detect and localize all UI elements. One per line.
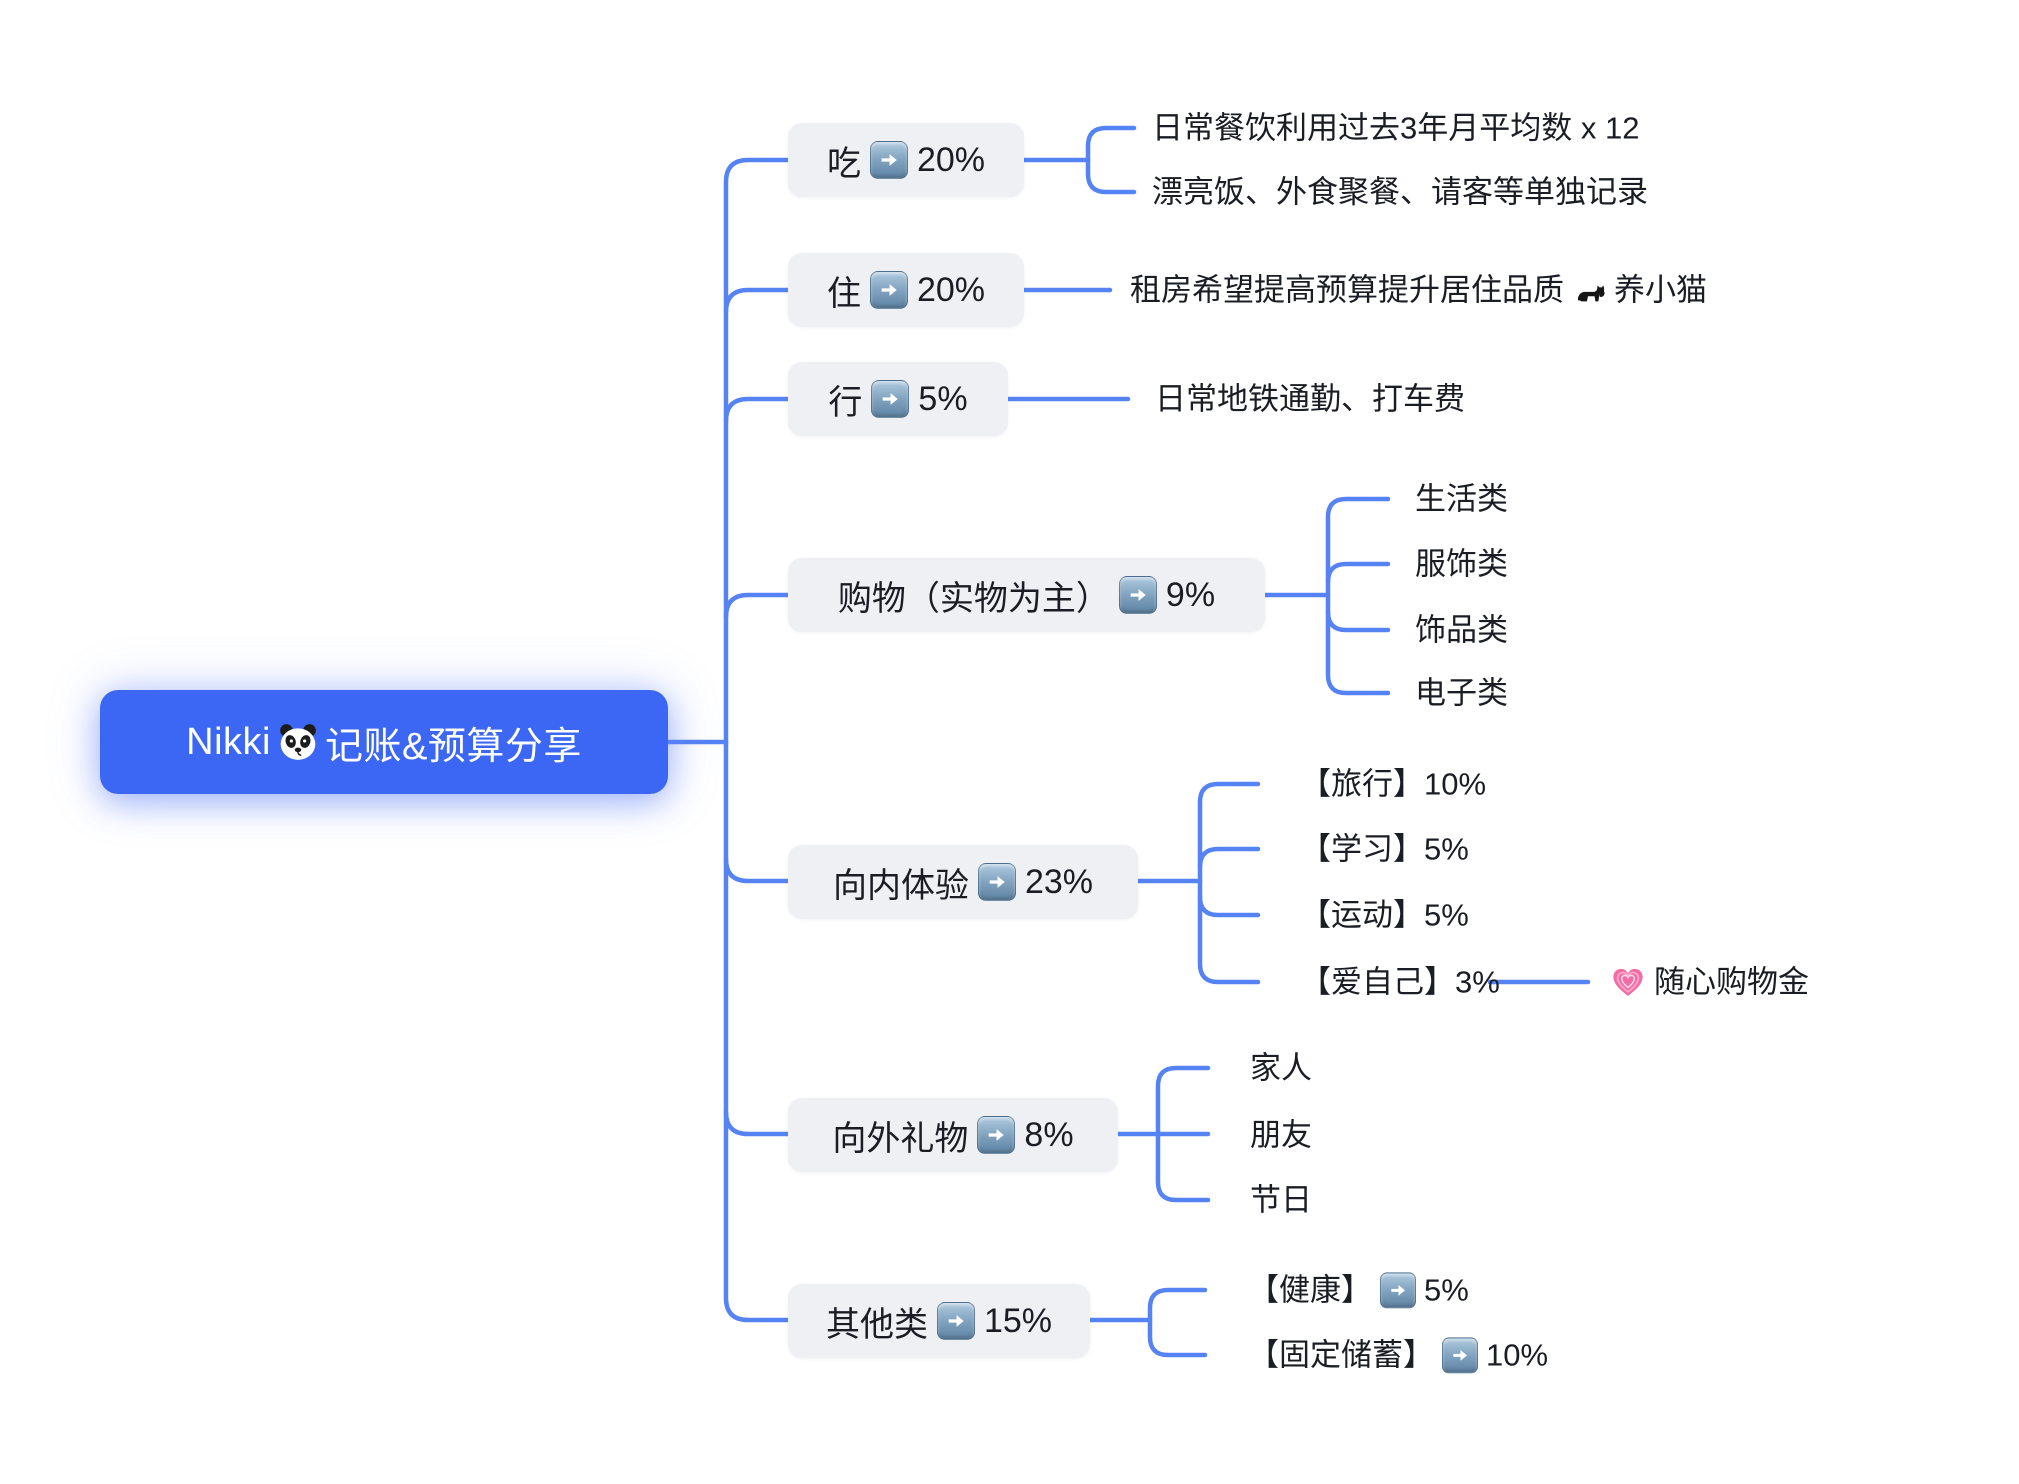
child-text: 生活类 — [1415, 481, 1508, 517]
branch-percent: 20% — [916, 140, 986, 179]
branch-label: 行 — [828, 383, 863, 422]
panda-emoji — [277, 721, 319, 763]
child-note[interactable]: 服饰类 — [1415, 545, 1508, 582]
right-arrow-emoji — [1442, 1337, 1478, 1373]
child-text: 【运动】5% — [1300, 897, 1469, 933]
branch-label: 其他类 — [825, 1305, 928, 1344]
child-text: 朋友 — [1250, 1117, 1312, 1153]
branch-label: 吃 — [826, 144, 861, 183]
branch-percent: 23% — [1024, 862, 1094, 901]
child-label: 【健康】 — [1248, 1272, 1372, 1308]
child-text: 养小猫 — [1614, 272, 1707, 308]
branch-label: 向外礼物 — [832, 1119, 969, 1158]
child-note[interactable]: 租房希望提高预算提升居住品质 养小猫 — [1130, 271, 1707, 308]
child-text: 漂亮饭、外食聚餐、请客等单独记录 — [1152, 174, 1648, 210]
right-arrow-emoji — [977, 1116, 1016, 1154]
branch-percent: 8% — [1024, 1115, 1074, 1154]
root-title-prefix: Nikki — [186, 720, 271, 763]
child-text: 【爱自己】3% — [1300, 964, 1500, 1000]
growing-heart-emoji — [1610, 964, 1646, 1000]
grandchild-text: 随心购物金 — [1654, 964, 1809, 1000]
grandchild-note[interactable]: 随心购物金 — [1610, 963, 1809, 1000]
child-note[interactable]: 【学习】5% — [1300, 830, 1469, 867]
branch-node-transport[interactable]: 行 5% — [788, 362, 1008, 436]
child-note[interactable]: 节日 — [1250, 1181, 1312, 1218]
child-note[interactable]: 日常地铁通勤、打车费 — [1155, 380, 1465, 417]
child-note[interactable]: 【健康】 5% — [1248, 1271, 1469, 1308]
child-note[interactable]: 朋友 — [1250, 1116, 1312, 1153]
child-text: 家人 — [1250, 1050, 1312, 1086]
branch-percent: 20% — [916, 270, 986, 309]
child-percent: 10% — [1486, 1337, 1549, 1373]
branch-node-eat[interactable]: 吃 20% — [788, 123, 1024, 197]
branch-node-shopping[interactable]: 购物（实物为主） 9% — [788, 558, 1265, 632]
right-arrow-emoji — [869, 271, 908, 309]
child-text: 【旅行】10% — [1300, 766, 1487, 802]
child-note[interactable]: 漂亮饭、外食聚餐、请客等单独记录 — [1152, 173, 1648, 210]
child-percent: 5% — [1424, 1272, 1469, 1308]
child-note[interactable]: 生活类 — [1415, 480, 1508, 517]
child-text: 服饰类 — [1415, 546, 1508, 582]
right-arrow-emoji — [1380, 1272, 1416, 1308]
child-text: 租房希望提高预算提升居住品质 — [1130, 272, 1564, 308]
child-note[interactable]: 电子类 — [1415, 674, 1508, 711]
branch-node-live[interactable]: 住 20% — [788, 253, 1024, 327]
child-text: 日常地铁通勤、打车费 — [1155, 381, 1465, 417]
child-note[interactable]: 【运动】5% — [1300, 896, 1469, 933]
child-note[interactable]: 【固定储蓄】 10% — [1248, 1336, 1548, 1373]
right-arrow-emoji — [871, 380, 910, 418]
child-label: 【固定储蓄】 — [1248, 1337, 1434, 1373]
branch-node-gifts[interactable]: 向外礼物 8% — [788, 1098, 1118, 1172]
branch-percent: 15% — [983, 1301, 1053, 1340]
right-arrow-emoji — [977, 863, 1016, 901]
child-note[interactable]: 家人 — [1250, 1049, 1312, 1086]
branch-percent: 9% — [1165, 575, 1216, 614]
branch-label: 住 — [826, 274, 861, 313]
child-note[interactable]: 日常餐饮利用过去3年月平均数 x 12 — [1152, 109, 1639, 146]
right-arrow-emoji — [869, 141, 908, 179]
child-text: 饰品类 — [1415, 612, 1508, 648]
root-node[interactable]: Nikki 记账&预算分享 — [100, 690, 668, 794]
right-arrow-emoji — [936, 1302, 975, 1340]
root-title-suffix: 记账&预算分享 — [324, 725, 582, 768]
child-note[interactable]: 饰品类 — [1415, 611, 1508, 648]
right-arrow-emoji — [1118, 576, 1157, 614]
branch-label: 购物（实物为主） — [837, 579, 1110, 618]
child-note[interactable]: 【爱自己】3% — [1300, 963, 1500, 1000]
branch-percent: 5% — [918, 379, 968, 418]
branch-label: 向内体验 — [832, 866, 969, 905]
child-text: 【学习】5% — [1300, 831, 1469, 867]
black-cat-emoji — [1572, 274, 1606, 306]
child-note[interactable]: 【旅行】10% — [1300, 765, 1486, 802]
child-text: 节日 — [1250, 1182, 1312, 1218]
branch-node-inner-experience[interactable]: 向内体验 23% — [788, 845, 1138, 919]
child-text: 日常餐饮利用过去3年月平均数 x 12 — [1152, 110, 1640, 146]
child-text: 电子类 — [1415, 675, 1508, 711]
branch-node-others[interactable]: 其他类 15% — [788, 1284, 1090, 1358]
